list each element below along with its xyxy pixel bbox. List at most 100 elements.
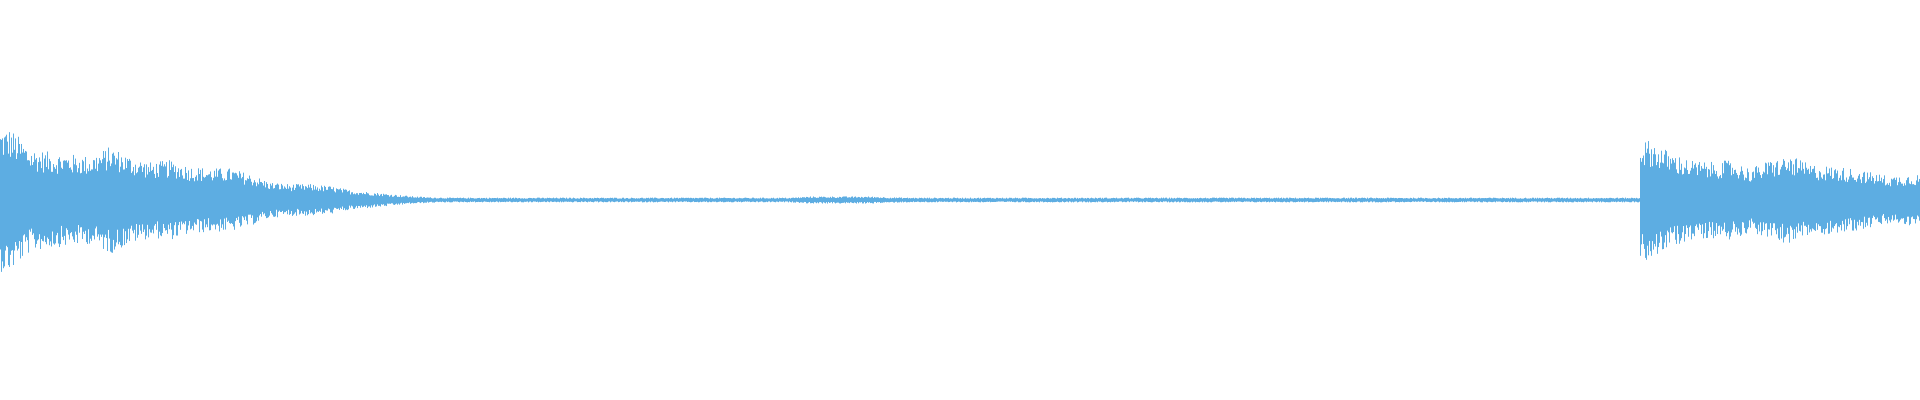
waveform-sample-bar [46, 166, 47, 245]
waveform-sample-bar [1705, 168, 1706, 224]
waveform-sample-bar [1665, 149, 1666, 236]
waveform-sample-bar [811, 197, 812, 204]
waveform-sample-bar [109, 160, 110, 239]
waveform-sample-bar [14, 149, 15, 251]
waveform-sample-bar [82, 159, 83, 239]
waveform-sample-bar [1628, 198, 1629, 202]
waveform-sample-bar [1348, 197, 1349, 202]
waveform-sample-bar [429, 197, 430, 203]
waveform-sample-bar [283, 188, 284, 214]
waveform-sample-bar [1105, 197, 1106, 202]
waveform-sample-bar [335, 192, 336, 208]
waveform-sample-bar [1183, 198, 1184, 202]
waveform-sample-bar [1790, 159, 1791, 226]
waveform-sample-bar [1884, 175, 1885, 219]
waveform-sample-bar [471, 198, 472, 203]
waveform-sample-bar [1276, 197, 1277, 202]
waveform-sample-bar [1153, 198, 1154, 202]
waveform-sample-bar [290, 187, 291, 214]
waveform-sample-bar [1049, 198, 1050, 203]
waveform-sample-bar [69, 167, 70, 240]
waveform-sample-bar [373, 195, 374, 206]
waveform-sample-bar [346, 189, 347, 210]
waveform-sample-bar [1918, 181, 1919, 217]
waveform-sample-bar [1000, 198, 1001, 202]
waveform-sample-bar [827, 197, 828, 204]
waveform-sample-bar [128, 161, 129, 229]
waveform-sample-bar [1097, 198, 1098, 203]
waveform-sample-bar [1827, 173, 1828, 223]
waveform-sample-bar [67, 162, 68, 230]
waveform-sample-bar [1289, 197, 1290, 203]
waveform-sample-bar [1123, 198, 1124, 202]
waveform-sample-bar [376, 195, 377, 207]
waveform-sample-bar [839, 196, 840, 204]
waveform-sample-bar [1736, 172, 1737, 228]
waveform-sample-bar [853, 197, 854, 204]
waveform-sample-bar [1470, 197, 1471, 202]
waveform-sample-bar [1148, 197, 1149, 203]
waveform-sample-bar [48, 169, 49, 240]
waveform-sample-bar [1117, 198, 1118, 202]
waveform-sample-bar [431, 198, 432, 202]
waveform-sample-bar [932, 198, 933, 203]
waveform-sample-bar [1779, 174, 1780, 240]
waveform-sample-bar [195, 176, 196, 225]
waveform-sample-bar [680, 198, 681, 202]
waveform-sample-bar [101, 163, 102, 237]
waveform-sample-bar [347, 191, 348, 211]
waveform-sample-bar [1452, 198, 1453, 203]
waveform-sample-bar [1268, 198, 1269, 202]
waveform-sample-bar [459, 197, 460, 203]
waveform-sample-bar [917, 198, 918, 202]
waveform-sample-bar [1019, 198, 1020, 203]
waveform-sample-bar [962, 197, 963, 202]
waveform-sample-bar [587, 198, 588, 203]
waveform-sample-bar [1356, 197, 1357, 203]
waveform-sample-bar [56, 165, 57, 236]
waveform-sample-bar [1465, 197, 1466, 202]
waveform-sample-bar [422, 197, 423, 203]
waveform-sample-bar [1583, 198, 1584, 203]
waveform-sample-bar [639, 198, 640, 202]
waveform-sample-bar [6, 134, 7, 246]
waveform-sample-bar [873, 198, 874, 204]
waveform-sample-bar [1862, 177, 1863, 223]
waveform-sample-bar [558, 198, 559, 202]
waveform-sample-bar [412, 196, 413, 203]
waveform-sample-bar [278, 184, 279, 212]
waveform-sample-bar [559, 198, 560, 203]
waveform-sample-bar [795, 197, 796, 203]
waveform-sample-bar [34, 153, 35, 240]
waveform-sample-bar [277, 183, 278, 218]
waveform-sample-bar [268, 188, 269, 218]
waveform-sample-bar [1899, 177, 1900, 222]
waveform-sample-bar [572, 198, 573, 203]
waveform-sample-bar [470, 197, 471, 202]
waveform-sample-bar [1253, 197, 1254, 203]
waveform-sample-bar [1768, 162, 1769, 230]
waveform-sample-bar [1150, 197, 1151, 203]
waveform-sample-bar [907, 197, 908, 203]
waveform-sample-bar [467, 198, 468, 203]
waveform-sample-bar [549, 197, 550, 203]
waveform-sample-bar [741, 198, 742, 203]
waveform-sample-bar [1902, 183, 1903, 219]
waveform-sample-bar [1345, 198, 1346, 203]
waveform-sample-bar [382, 196, 383, 205]
waveform-sample-bar [455, 198, 456, 202]
waveform-sample-bar [1429, 198, 1430, 202]
waveform-sample-bar [1901, 183, 1902, 219]
waveform-sample-bar [757, 198, 758, 202]
waveform-sample-bar [1732, 167, 1733, 230]
waveform-sample-bar [906, 198, 907, 203]
waveform-sample-bar [78, 168, 79, 226]
waveform-sample-bar [257, 182, 258, 218]
waveform-sample-bar [1817, 177, 1818, 230]
waveform-sample-bar [745, 197, 746, 202]
waveform-sample-bar [1568, 198, 1569, 203]
waveform-sample-bar [1292, 198, 1293, 202]
waveform-sample-bar [1074, 197, 1075, 202]
waveform-sample-bar [1735, 169, 1736, 232]
waveform-sample-bar [74, 164, 75, 243]
